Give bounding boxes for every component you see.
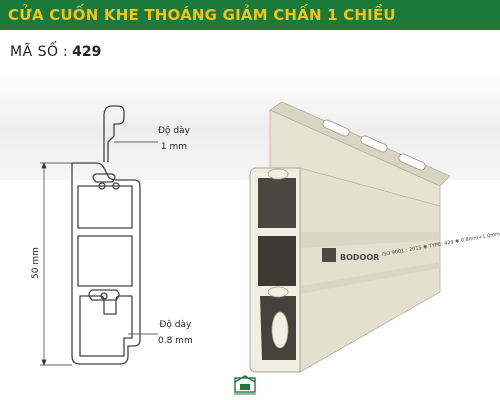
cross-section-profile [71,105,141,365]
slat-3d-render: BODOOR ISO 9001 : 2015 ✱ TYPE: 429 ✱ 0.8… [249,101,500,373]
bottom-thickness-label: Độ dày [159,320,192,330]
top-thickness-label: Độ dày [158,126,190,136]
slat-brand-logo-icon [322,248,336,262]
vent-slot [322,119,350,137]
vent-slot [398,153,426,171]
height-dimension-line [40,162,72,366]
product-code: MÃ SỐ : 429 [10,44,101,60]
bottom-thickness-value: 0.8 mm [158,336,193,346]
svg-text:BODOOR: BODOOR [340,253,379,262]
product-code-separator: : [62,44,68,60]
product-code-label: MÃ SỐ [10,44,59,60]
vent-slot [360,135,388,153]
top-thickness-value: 1 mm [160,142,188,152]
height-dimension-label: 50 mm [31,247,41,279]
shop-logo-icon [234,375,256,395]
page-title: CỬA CUỐN KHE THOÁNG GIẢM CHẤN 1 CHIỀU [8,6,396,24]
top-thickness-note: Độ dày 1 mm [158,126,190,152]
bottom-thickness-note: Độ dày 0.8 mm [158,320,193,346]
product-code-value: 429 [72,44,102,60]
header-bar: CỬA CUỐN KHE THOÁNG GIẢM CHẤN 1 CHIỀU [0,0,500,30]
